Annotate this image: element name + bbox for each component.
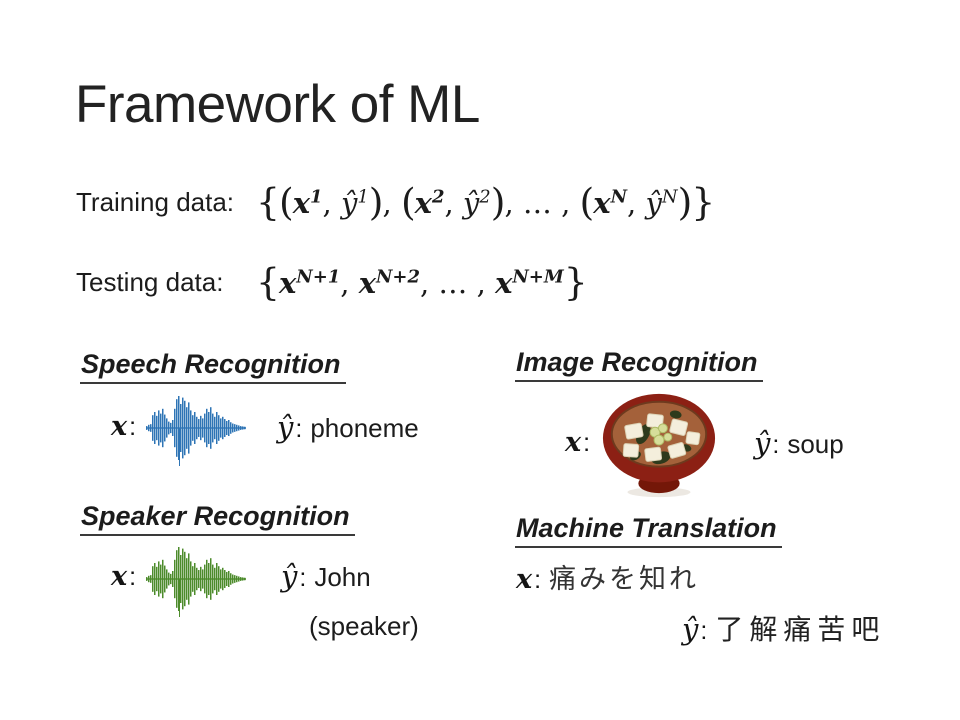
section-speech-recognition: Speech Recognition (80, 348, 346, 385)
section-image-recognition: Image Recognition (515, 346, 763, 383)
speaker-recognition-heading: Speaker Recognition (80, 500, 355, 537)
testing-data-formula: {xN+1, xN+2, … , xN+M} (256, 260, 588, 304)
image-recognition-heading: Image Recognition (515, 346, 763, 383)
audio-waveform-icon (146, 543, 246, 624)
speaker-y-note: (speaker) (309, 611, 419, 641)
audio-waveform-icon (146, 392, 246, 473)
testing-data-label: Testing data: (76, 266, 224, 297)
testing-data-row: Testing data: {xN+1, xN+2, … , xN+M} (76, 254, 588, 310)
speaker-y-label: ŷ:John (281, 559, 371, 593)
slide-title: Framework of ML (75, 75, 480, 134)
miso-soup-image (602, 393, 716, 498)
translation-target-text: 了解痛苦吧 (715, 613, 886, 646)
training-data-row: Training data: {(x1, ŷ1), (x2, ŷ2), … , … (76, 174, 715, 230)
image-x-label: x: (565, 427, 591, 458)
image-y-label: ŷ:soup (754, 426, 844, 460)
speaker-x-label: x: (111, 561, 137, 592)
speech-x-label: x: (111, 411, 137, 442)
training-data-formula: {(x1, ŷ1), (x2, ŷ2), … , (xN, ŷN)} (256, 180, 715, 224)
section-machine-translation: Machine Translation (515, 512, 782, 549)
translation-y-line: ŷ:了解痛苦吧 (682, 612, 886, 646)
translation-source-text: 痛みを知れ (549, 564, 700, 595)
training-data-label: Training data: (76, 186, 235, 217)
section-speaker-recognition: Speaker Recognition (80, 500, 355, 537)
speech-recognition-heading: Speech Recognition (80, 348, 346, 385)
machine-translation-heading: Machine Translation (515, 512, 782, 549)
speech-y-label: ŷ:phoneme (277, 410, 419, 444)
translation-x-line: x:痛みを知れ (516, 564, 700, 595)
